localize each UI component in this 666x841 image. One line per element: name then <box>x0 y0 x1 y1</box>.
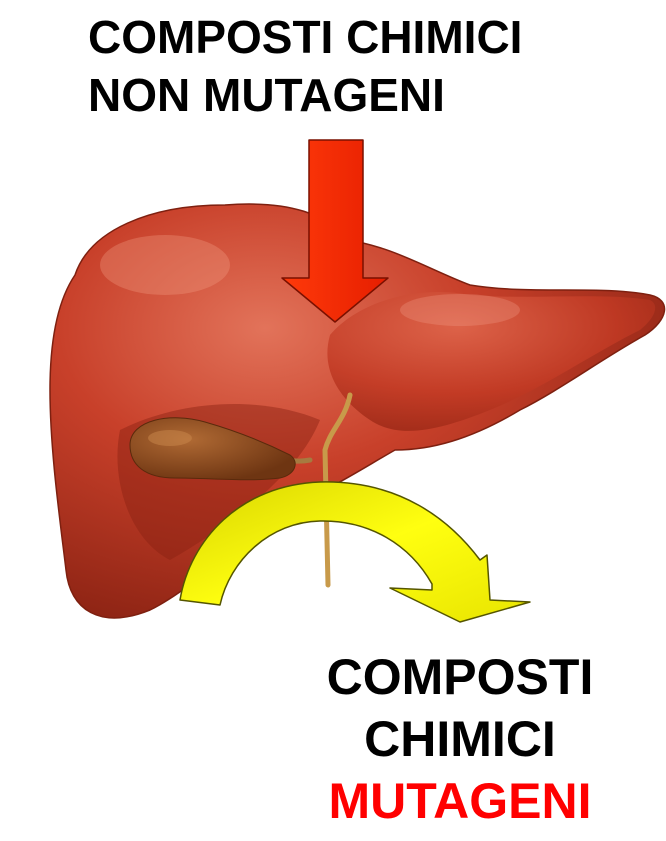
input-compounds-label: COMPOSTI CHIMICI NON MUTAGENI <box>88 8 648 124</box>
output-label-line1: COMPOSTI <box>285 646 635 708</box>
liver-metabolism-illustration <box>0 130 666 650</box>
output-label-line2: CHIMICI <box>285 708 635 770</box>
input-label-line1: COMPOSTI CHIMICI <box>88 8 648 66</box>
input-label-line2: NON MUTAGENI <box>88 66 648 124</box>
output-compounds-label: COMPOSTI CHIMICI MUTAGENI <box>285 646 635 832</box>
output-label-line3: MUTAGENI <box>285 770 635 832</box>
